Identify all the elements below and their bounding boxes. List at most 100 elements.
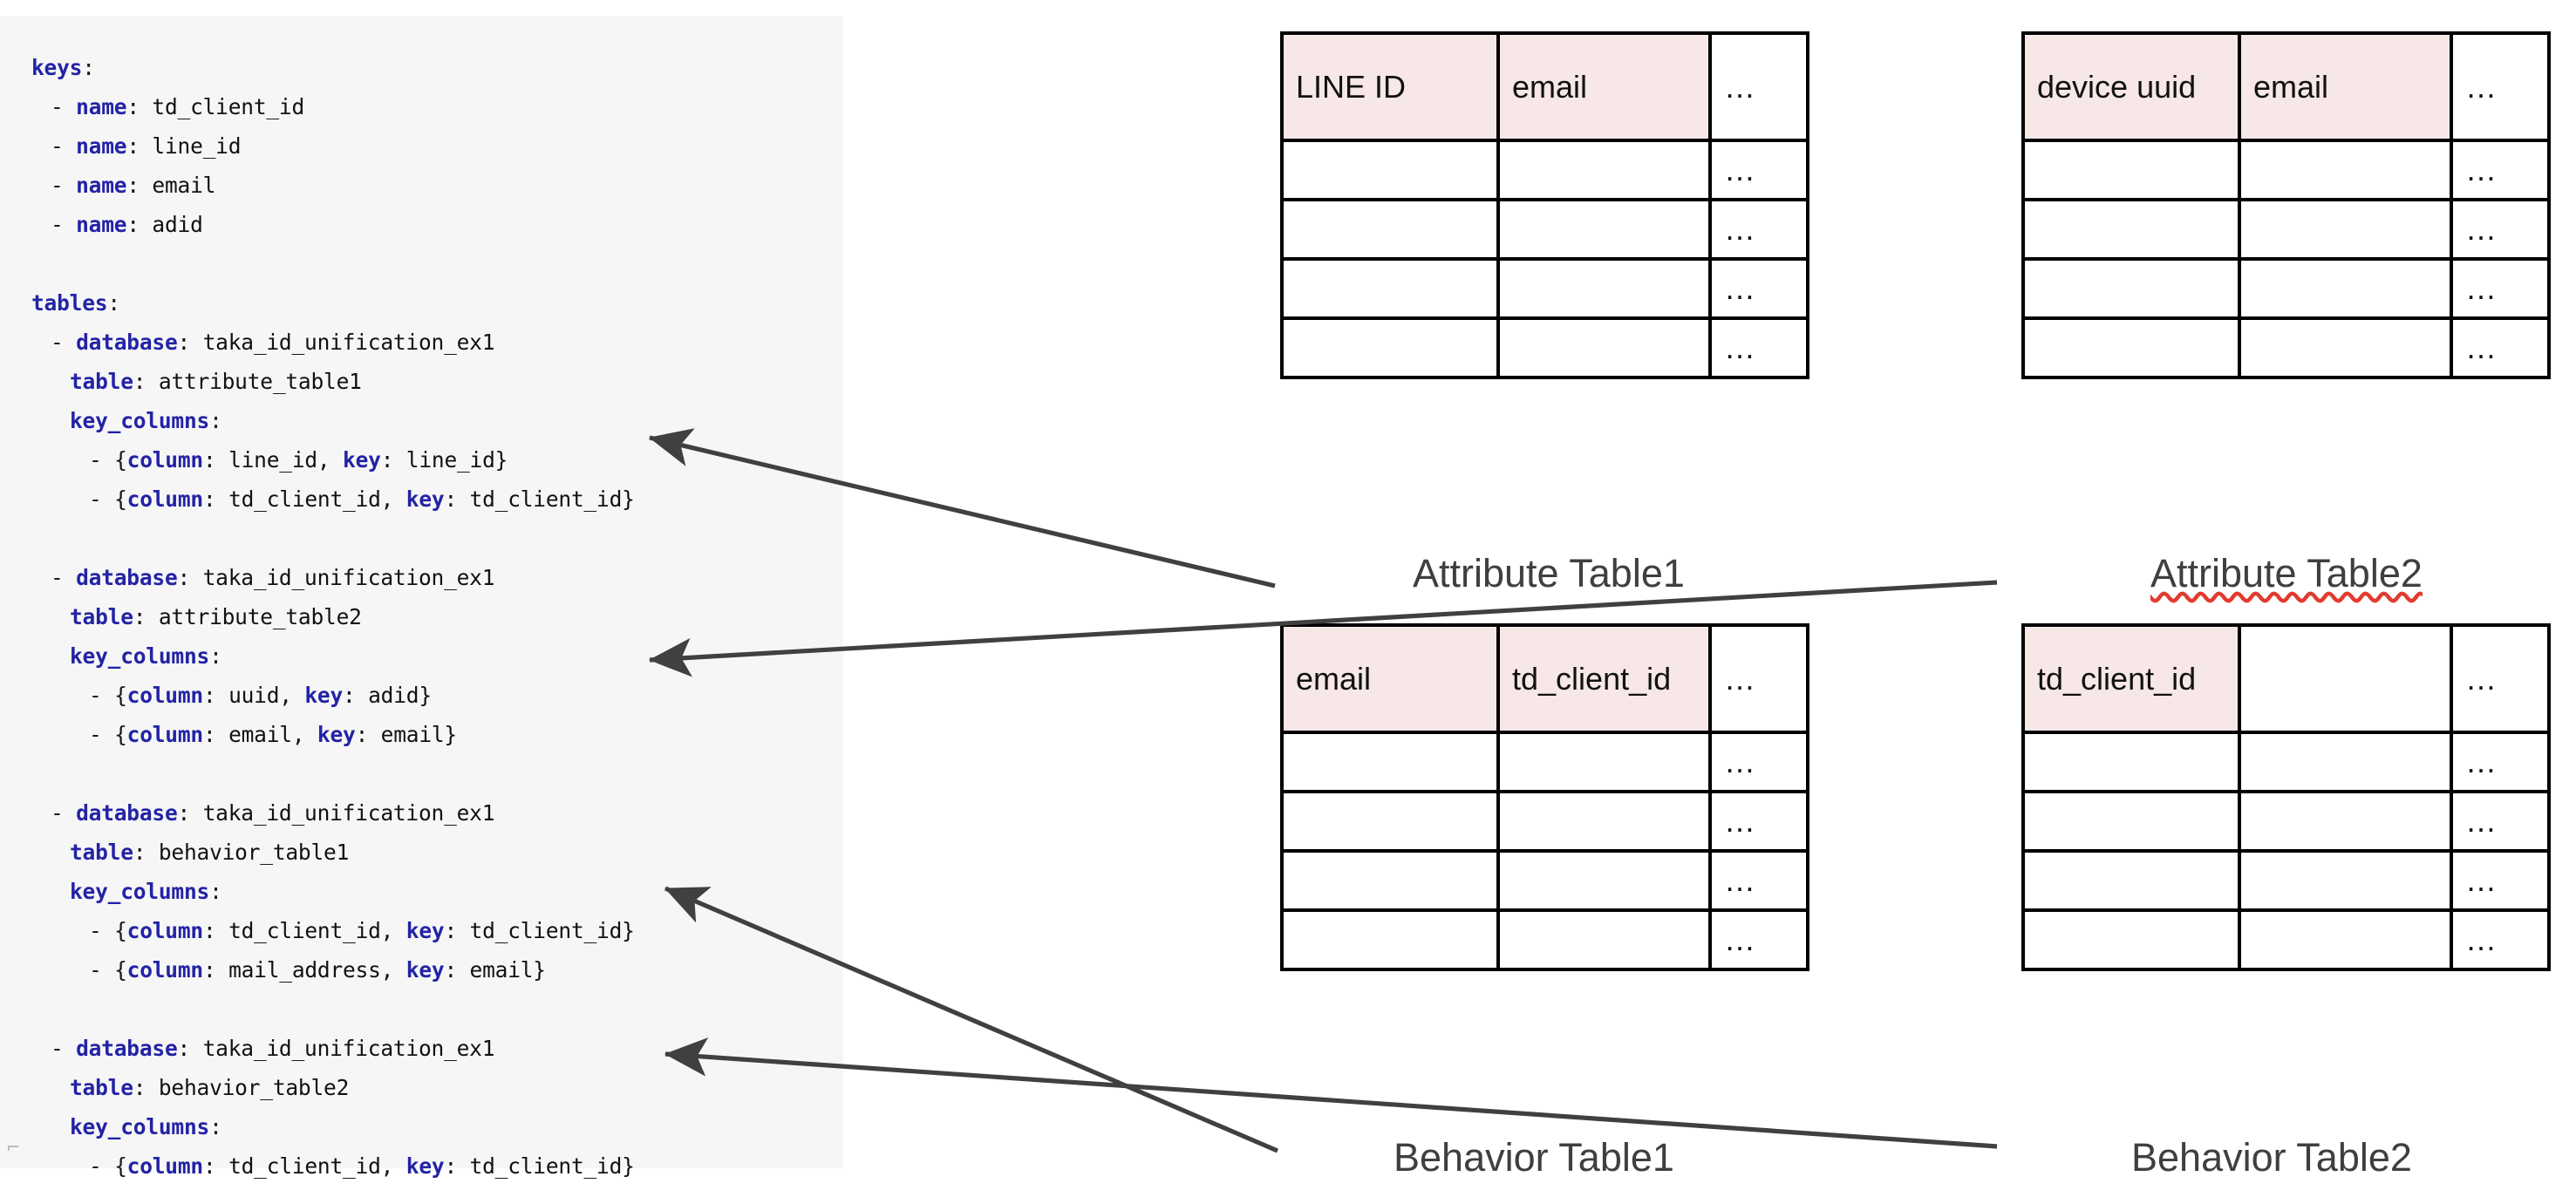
yaml-token: - — [51, 565, 77, 590]
yaml-token: : — [82, 55, 95, 80]
yaml-token: database — [76, 800, 178, 826]
table-row: … — [1280, 316, 1809, 379]
yaml-token: - { — [89, 486, 127, 512]
yaml-token: table — [70, 1075, 133, 1100]
table-cell-ellipsis: … — [1708, 198, 1809, 261]
yaml-token: : td_client_id} — [444, 486, 635, 512]
table-cell — [2021, 257, 2241, 320]
yaml-token: : attribute_table2 — [133, 604, 362, 629]
table-header-cell-key: email — [1280, 623, 1500, 734]
yaml-token: : td_client_id, — [202, 1153, 406, 1179]
yaml-token: : taka_id_unification_ex1 — [177, 330, 495, 355]
table-cell-ellipsis: … — [2450, 257, 2551, 320]
table-cell — [1280, 257, 1500, 320]
yaml-token: - { — [89, 918, 127, 943]
table-cell — [1496, 908, 1712, 971]
yaml-token: : email — [126, 173, 216, 198]
table-row: … — [1280, 849, 1809, 912]
yaml-line: - name: line_id — [31, 126, 843, 166]
arrow-behavior-table-2 — [664, 1037, 1998, 1149]
table-header-cell: … — [2450, 31, 2551, 142]
table-header-cell: … — [2450, 623, 2551, 734]
yaml-token: : — [209, 1114, 222, 1139]
yaml-line: table: behavior_table1 — [31, 833, 843, 872]
table-cell — [1496, 257, 1712, 320]
yaml-blank-line — [31, 990, 843, 1029]
table-caption-text: Behavior Table2 — [2131, 1135, 2412, 1180]
table-cell-ellipsis: … — [2450, 316, 2551, 379]
yaml-token: : — [209, 879, 222, 904]
table-cell — [1280, 849, 1500, 912]
table-header-cell: … — [1708, 623, 1809, 734]
yaml-blank-line — [31, 519, 843, 558]
table-row: … — [2021, 198, 2551, 261]
yaml-token: - — [51, 330, 77, 355]
yaml-token: key — [304, 683, 344, 708]
table-cell-ellipsis: … — [2450, 849, 2551, 912]
yaml-token: : line_id, — [202, 447, 344, 473]
table-cell — [2021, 198, 2241, 261]
table-caption-attribute-table-1: Attribute Table1 — [1413, 551, 1685, 596]
table-header-cell-key: device uuid — [2021, 31, 2241, 142]
yaml-token: : attribute_table1 — [133, 369, 362, 394]
yaml-line: table: attribute_table1 — [31, 362, 843, 401]
yaml-token: column — [126, 1153, 204, 1179]
table-caption-attribute-table-2: Attribute Table2 — [2150, 551, 2423, 596]
table-row: … — [2021, 790, 2551, 853]
table-row: … — [2021, 257, 2551, 320]
yaml-token: column — [126, 918, 204, 943]
table-cell-ellipsis: … — [1708, 790, 1809, 853]
table-cell — [2021, 139, 2241, 201]
table-cell — [2238, 198, 2453, 261]
table-cell-ellipsis: … — [1708, 316, 1809, 379]
yaml-line: - {column: td_client_id, key: td_client_… — [31, 911, 843, 950]
yaml-token: : adid} — [343, 683, 432, 708]
yaml-line: - database: taka_id_unification_ex1 — [31, 558, 843, 597]
table-cell-ellipsis: … — [1708, 731, 1809, 793]
table-cell — [2238, 790, 2453, 853]
table-row: … — [2021, 849, 2551, 912]
yaml-line: key_columns: — [31, 1107, 843, 1146]
yaml-token: key — [405, 918, 445, 943]
yaml-code-panel[interactable]: keys:- name: td_client_id- name: line_id… — [0, 17, 843, 1179]
yaml-token: tables — [31, 290, 108, 316]
yaml-token: table — [70, 369, 133, 394]
table-cell — [2238, 731, 2453, 793]
yaml-token: : td_client_id, — [202, 918, 406, 943]
yaml-line: - name: td_client_id — [31, 87, 843, 126]
yaml-token: database — [76, 330, 178, 355]
table-cell — [1280, 198, 1500, 261]
yaml-token: column — [126, 957, 204, 983]
yaml-token: : behavior_table2 — [133, 1075, 350, 1100]
yaml-line: - database: taka_id_unification_ex1 — [31, 1029, 843, 1068]
yaml-token: - — [51, 173, 77, 198]
table-header-cell: … — [1708, 31, 1809, 142]
yaml-token: - { — [89, 447, 127, 473]
table-cell — [1280, 139, 1500, 201]
table-cell — [2238, 908, 2453, 971]
table-cell — [2021, 790, 2241, 853]
table-cell — [1280, 731, 1500, 793]
table-row: … — [2021, 908, 2551, 971]
yaml-token: : — [209, 643, 222, 669]
yaml-token: name — [76, 133, 127, 159]
yaml-token: name — [76, 212, 127, 237]
table-cell — [1280, 316, 1500, 379]
yaml-token: key_columns — [70, 408, 210, 433]
yaml-token: : taka_id_unification_ex1 — [177, 800, 495, 826]
yaml-token: - — [51, 212, 77, 237]
table-header-cell-key: email — [1496, 31, 1712, 142]
yaml-token: : line_id — [126, 133, 242, 159]
table-cell — [1280, 908, 1500, 971]
yaml-token: name — [76, 94, 127, 119]
table-cell-ellipsis: … — [1708, 908, 1809, 971]
table-row: … — [2021, 316, 2551, 379]
table-cell-ellipsis: … — [2450, 790, 2551, 853]
yaml-line: - {column: email, key: email} — [31, 715, 843, 754]
table-cell — [2238, 139, 2453, 201]
